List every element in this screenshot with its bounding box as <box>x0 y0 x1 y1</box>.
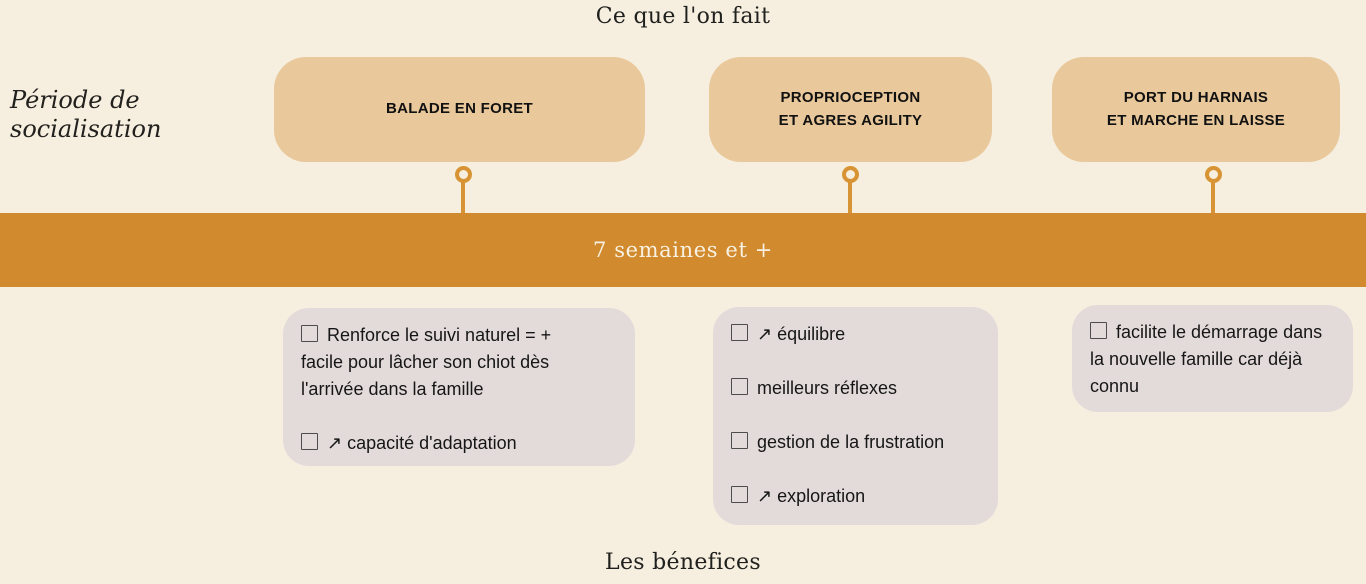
benefit-box-balade: Renforce le suivi naturel = + facile pou… <box>283 308 635 466</box>
benefit-item: ↗ exploration <box>731 483 984 510</box>
connector-line <box>461 180 465 213</box>
connector-pin-icon <box>842 166 859 183</box>
activity-card-label: PORT DU HARNAIS ET MARCHE EN LAISSE <box>1106 89 1286 129</box>
benefit-text: facilite le démarrage dans la nouvelle f… <box>1090 322 1323 396</box>
connector-line <box>848 180 852 213</box>
benefit-item: ↗ capacité d'adaptation <box>301 430 621 457</box>
benefit-item: Renforce le suivi naturel = + facile pou… <box>301 322 621 403</box>
benefit-box-harnais: facilite le démarrage dans la nouvelle f… <box>1072 305 1353 412</box>
benefit-box-proprioception: ↗ équilibre meilleurs réflexes gestion d… <box>713 307 998 525</box>
activity-card-balade: BALADE EN FORET <box>274 57 645 162</box>
timeline-band: 7 semaines et + <box>0 213 1366 287</box>
checkbox-icon <box>731 432 748 449</box>
activity-card-label: PROPRIOCEPTION ET AGRES AGILITY <box>778 89 923 129</box>
benefit-text: Renforce le suivi naturel = + facile pou… <box>301 325 552 399</box>
benefit-item: meilleurs réflexes <box>731 375 984 402</box>
checkbox-icon <box>731 324 748 341</box>
activity-card-label: BALADE EN FORET <box>386 100 533 118</box>
checkbox-icon <box>731 378 748 395</box>
activity-card-proprioception: PROPRIOCEPTION ET AGRES AGILITY <box>709 57 992 162</box>
connector-pin-icon <box>1205 166 1222 183</box>
page-title-top: Ce que l'on fait <box>595 4 771 29</box>
benefit-text: gestion de la frustration <box>757 432 945 452</box>
checkbox-icon <box>731 486 748 503</box>
checkbox-icon <box>301 433 318 450</box>
benefit-item: ↗ équilibre <box>731 321 984 348</box>
activity-card-harnais: PORT DU HARNAIS ET MARCHE EN LAISSE <box>1052 57 1340 162</box>
connector-line <box>1211 180 1215 213</box>
side-label-socialisation: Période de socialisation <box>10 86 162 143</box>
page-title-bottom: Les bénefices <box>605 550 761 575</box>
benefit-item: gestion de la frustration <box>731 429 984 456</box>
benefit-item: facilite le démarrage dans la nouvelle f… <box>1090 319 1339 400</box>
benefit-text: meilleurs réflexes <box>757 378 898 398</box>
benefit-text: ↗ capacité d'adaptation <box>327 433 517 453</box>
connector-pin-icon <box>455 166 472 183</box>
checkbox-icon <box>301 325 318 342</box>
timeline-label: 7 semaines et + <box>593 238 773 262</box>
benefit-text: ↗ équilibre <box>757 324 846 344</box>
checkbox-icon <box>1090 322 1107 339</box>
benefit-text: ↗ exploration <box>757 486 866 506</box>
